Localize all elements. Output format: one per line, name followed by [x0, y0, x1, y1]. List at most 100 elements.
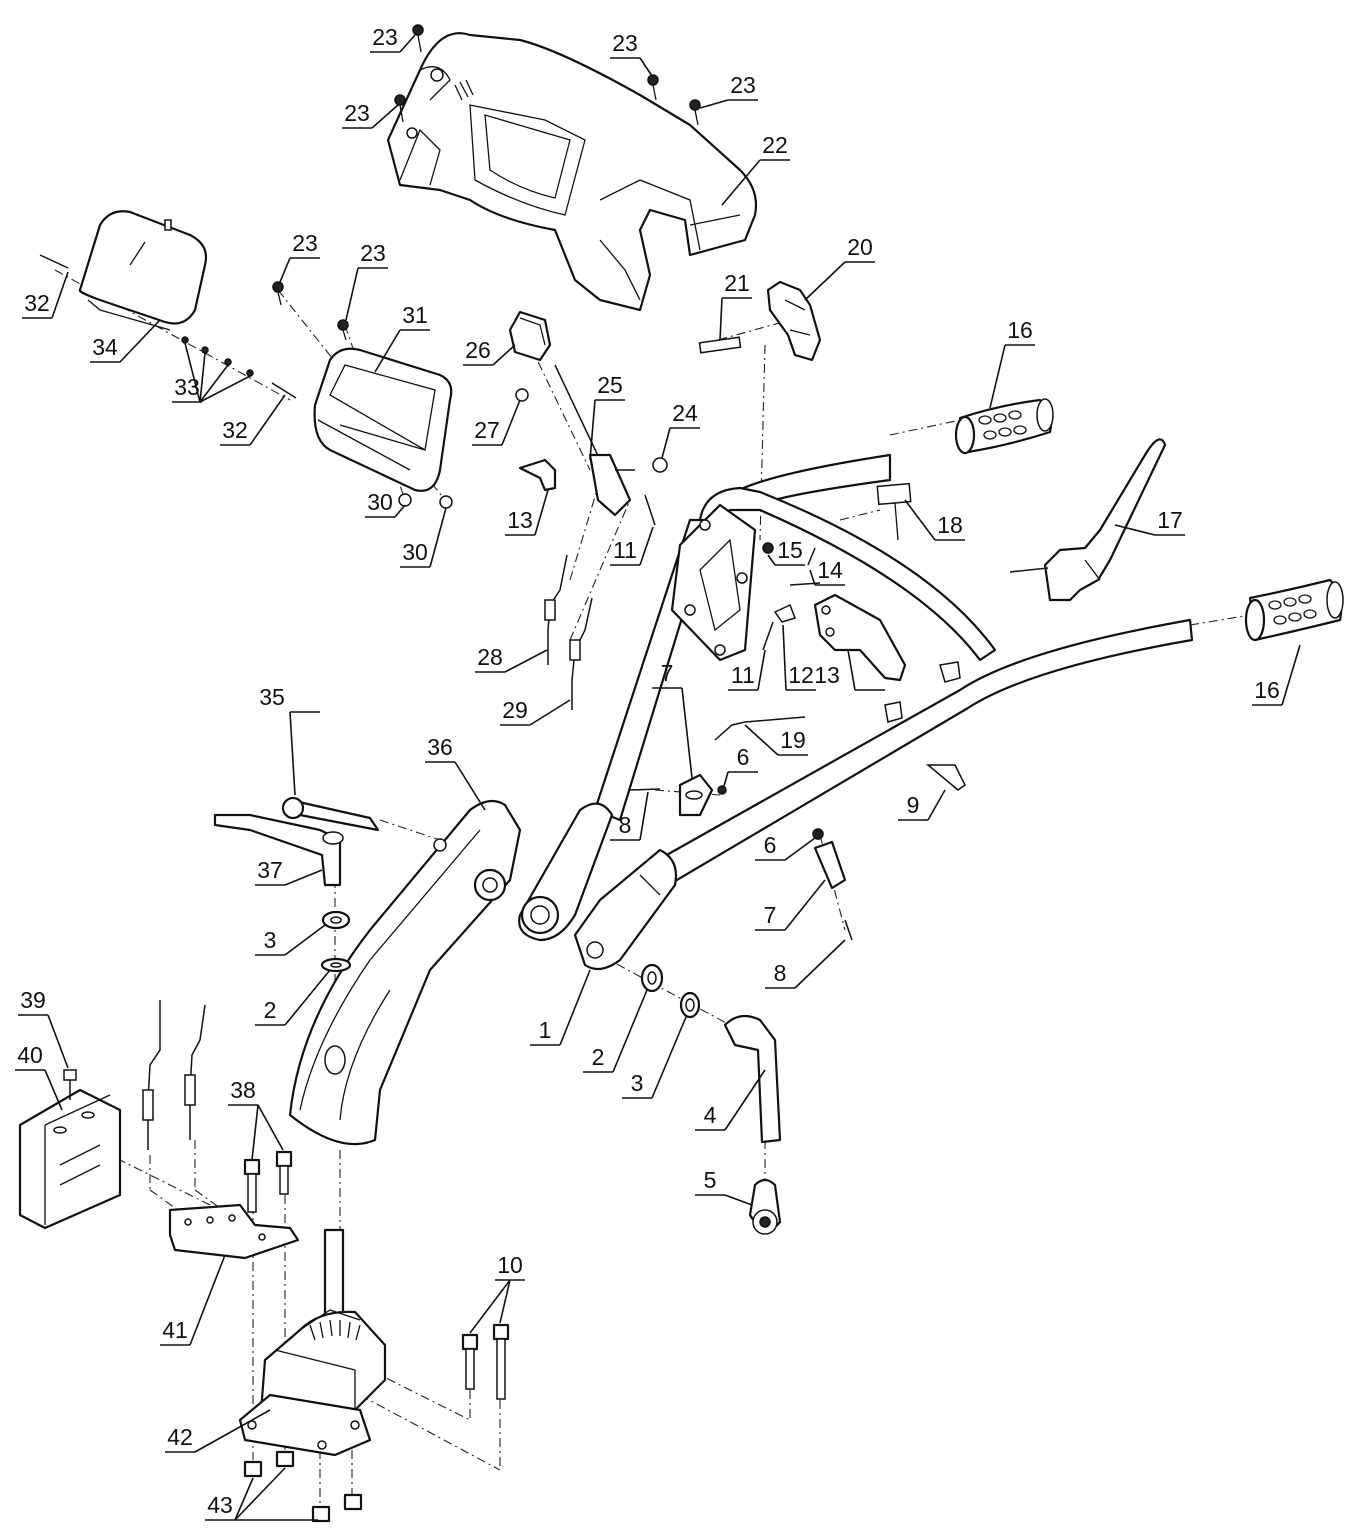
label-13: 13	[507, 507, 533, 533]
label-28: 28	[477, 644, 503, 670]
label-31: 31	[402, 302, 428, 328]
label-4: 4	[704, 1102, 717, 1128]
cable-left-a	[142, 1000, 161, 1150]
label-27: 27	[474, 417, 500, 443]
label-20: 20	[847, 234, 873, 260]
label-32: 32	[24, 290, 50, 316]
label-35: 35	[259, 684, 285, 710]
knob-5	[748, 1178, 782, 1235]
plate-41	[168, 1203, 300, 1260]
bolt-15	[762, 542, 774, 554]
cable-left-b	[184, 1004, 206, 1140]
label-8: 8	[619, 812, 632, 838]
nut-6-upper	[717, 785, 727, 795]
label-24: 24	[672, 400, 698, 426]
label-8: 8	[774, 960, 787, 986]
bracket-40	[18, 1088, 122, 1230]
label-14: 14	[817, 557, 843, 583]
label-19: 19	[780, 727, 806, 753]
label-23: 23	[360, 240, 386, 266]
plate-7-upper	[678, 773, 714, 817]
grip-16-upper	[954, 398, 1054, 455]
screw-27	[515, 388, 529, 402]
lever-37	[213, 813, 344, 887]
label-17: 17	[1157, 507, 1183, 533]
label-41: 41	[162, 1317, 188, 1343]
label-23: 23	[372, 24, 398, 50]
nut-43-group	[243, 1450, 363, 1523]
console-cover-22	[386, 32, 758, 312]
callout-leaders	[15, 34, 1301, 1521]
label-6: 6	[737, 744, 750, 770]
label-37: 37	[257, 857, 283, 883]
nut-6-lower	[812, 828, 824, 840]
clamp-20	[766, 280, 822, 362]
label-13: 13	[814, 662, 840, 688]
label-23: 23	[730, 72, 756, 98]
label-23: 23	[292, 230, 318, 256]
bolt-39	[63, 1069, 77, 1100]
label-3: 3	[264, 927, 277, 953]
shaft-35	[281, 796, 380, 832]
label-36: 36	[427, 734, 453, 760]
label-10: 10	[497, 1252, 523, 1278]
label-9: 9	[907, 792, 920, 818]
label-2: 2	[264, 997, 277, 1023]
label-33: 33	[174, 374, 200, 400]
bolt-38-b	[275, 1150, 293, 1195]
label-5: 5	[704, 1167, 717, 1193]
label-40: 40	[17, 1042, 43, 1068]
bracket-13	[813, 593, 907, 682]
bolt-8-lower	[844, 919, 853, 941]
bolt-8-upper	[629, 788, 661, 791]
clip-13-upper	[518, 458, 557, 492]
label-16: 16	[1254, 677, 1280, 703]
pin-11-lower	[762, 621, 774, 651]
screw-23-group	[272, 24, 701, 341]
label-2: 2	[592, 1044, 605, 1070]
rod-19	[714, 716, 806, 741]
label-42: 42	[167, 1424, 193, 1450]
label-34: 34	[92, 334, 118, 360]
panel-34	[39, 210, 208, 331]
label-21: 21	[724, 270, 750, 296]
label-30: 30	[402, 539, 428, 565]
label-43: 43	[207, 1492, 233, 1518]
label-7: 7	[661, 660, 674, 686]
washer-3-right	[679, 991, 701, 1019]
crank-4	[723, 1014, 782, 1144]
washer-2-right	[640, 963, 664, 993]
label-12: 12	[788, 662, 814, 688]
handle-frame-1	[518, 453, 1194, 971]
label-16: 16	[1007, 317, 1033, 343]
label-15: 15	[777, 537, 803, 563]
nut-15b	[736, 572, 748, 584]
pin-11-upper	[644, 494, 656, 526]
label-26: 26	[465, 337, 491, 363]
label-1: 1	[539, 1017, 552, 1043]
label-23: 23	[612, 30, 638, 56]
bolt-10-a	[461, 1333, 479, 1390]
label-6: 6	[764, 832, 777, 858]
lever-17	[1009, 438, 1167, 602]
bolt-10-b	[492, 1323, 510, 1400]
callout-numbers: 23 23 23 23 22 20 21 23 23 31 32 34 33 3…	[17, 24, 1280, 1518]
label-38: 38	[230, 1077, 256, 1103]
washer-24	[652, 457, 668, 473]
column-housing-36	[288, 799, 522, 1146]
label-30: 30	[367, 489, 393, 515]
clip-9	[925, 764, 966, 791]
label-23: 23	[344, 100, 370, 126]
label-22: 22	[762, 132, 788, 158]
washer-2-left	[320, 957, 352, 973]
cable-28	[544, 554, 568, 665]
label-25: 25	[597, 372, 623, 398]
label-18: 18	[937, 512, 963, 538]
cable-29	[569, 597, 593, 710]
washer-3-left	[321, 910, 351, 930]
linkage-25	[554, 364, 635, 517]
pin-21	[698, 336, 742, 354]
label-29: 29	[502, 697, 528, 723]
pin-14	[807, 547, 816, 566]
